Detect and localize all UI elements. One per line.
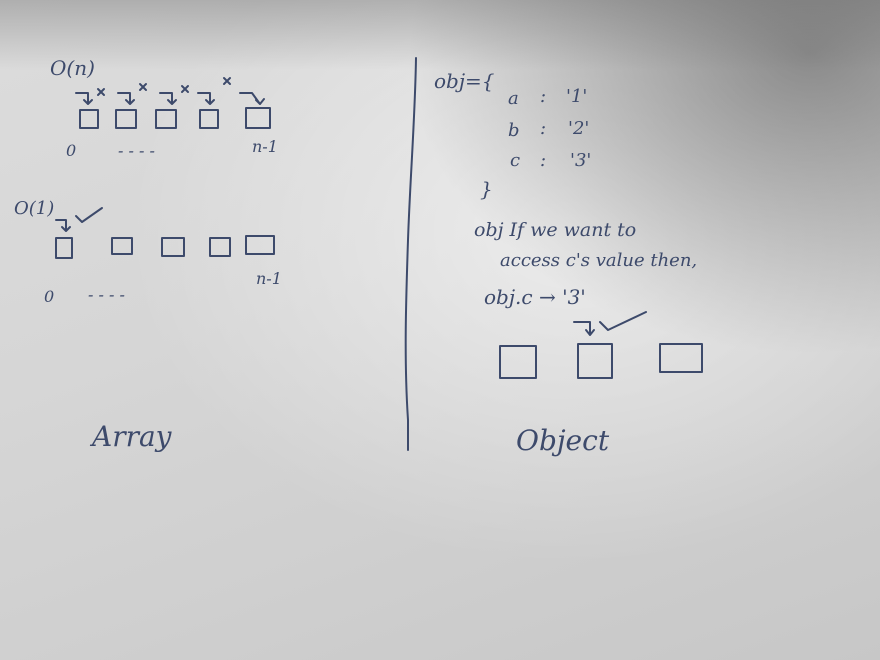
index-end-row1: n-1 <box>252 137 278 156</box>
obj-pair-c: c : '3' <box>510 150 591 171</box>
svg-text::: : <box>540 86 546 107</box>
svg-text::: : <box>540 150 546 171</box>
svg-text:'1': '1' <box>566 86 587 107</box>
checkmark-icon <box>75 207 103 223</box>
note-line1: obj If we want to <box>474 219 636 241</box>
access-line: obj.c → '3' <box>484 285 586 309</box>
complexity-1-text: O(1) <box>14 198 54 219</box>
search-arrows-row1 <box>75 77 265 105</box>
svg-text::: : <box>540 118 546 139</box>
object-boxes <box>499 343 703 379</box>
index-end-row2: n-1 <box>256 269 282 288</box>
object-label: Object <box>516 424 610 457</box>
obj-close-text: } <box>480 177 493 201</box>
obj-open-text: obj={ <box>434 69 495 93</box>
note-line2: access c's value then, <box>500 250 697 271</box>
index-start-row1: 0 <box>66 141 76 160</box>
obj-pair-b: b : '2' <box>508 118 589 141</box>
index-start-row2: 0 <box>44 287 54 306</box>
divider-line <box>404 57 417 451</box>
array-label: Array <box>89 420 173 453</box>
direct-arrow-icon <box>55 219 71 232</box>
svg-text:'3': '3' <box>570 150 591 171</box>
shadow-overlay <box>0 0 880 70</box>
array-boxes-row1 <box>79 107 271 129</box>
svg-text:'2': '2' <box>568 118 589 139</box>
complexity-n-text: O(n) <box>50 56 95 80</box>
svg-text:c: c <box>510 150 520 171</box>
direct-access-arrow-icon <box>573 321 595 336</box>
object-checkmark-icon <box>599 311 647 331</box>
obj-pair-a: a : '1' <box>508 86 587 109</box>
svg-text:a: a <box>508 88 519 109</box>
array-boxes-row2 <box>55 235 275 259</box>
dots-row2: - - - - <box>88 285 125 304</box>
dots-row1: - - - - <box>118 141 155 160</box>
svg-text:b: b <box>508 120 520 141</box>
